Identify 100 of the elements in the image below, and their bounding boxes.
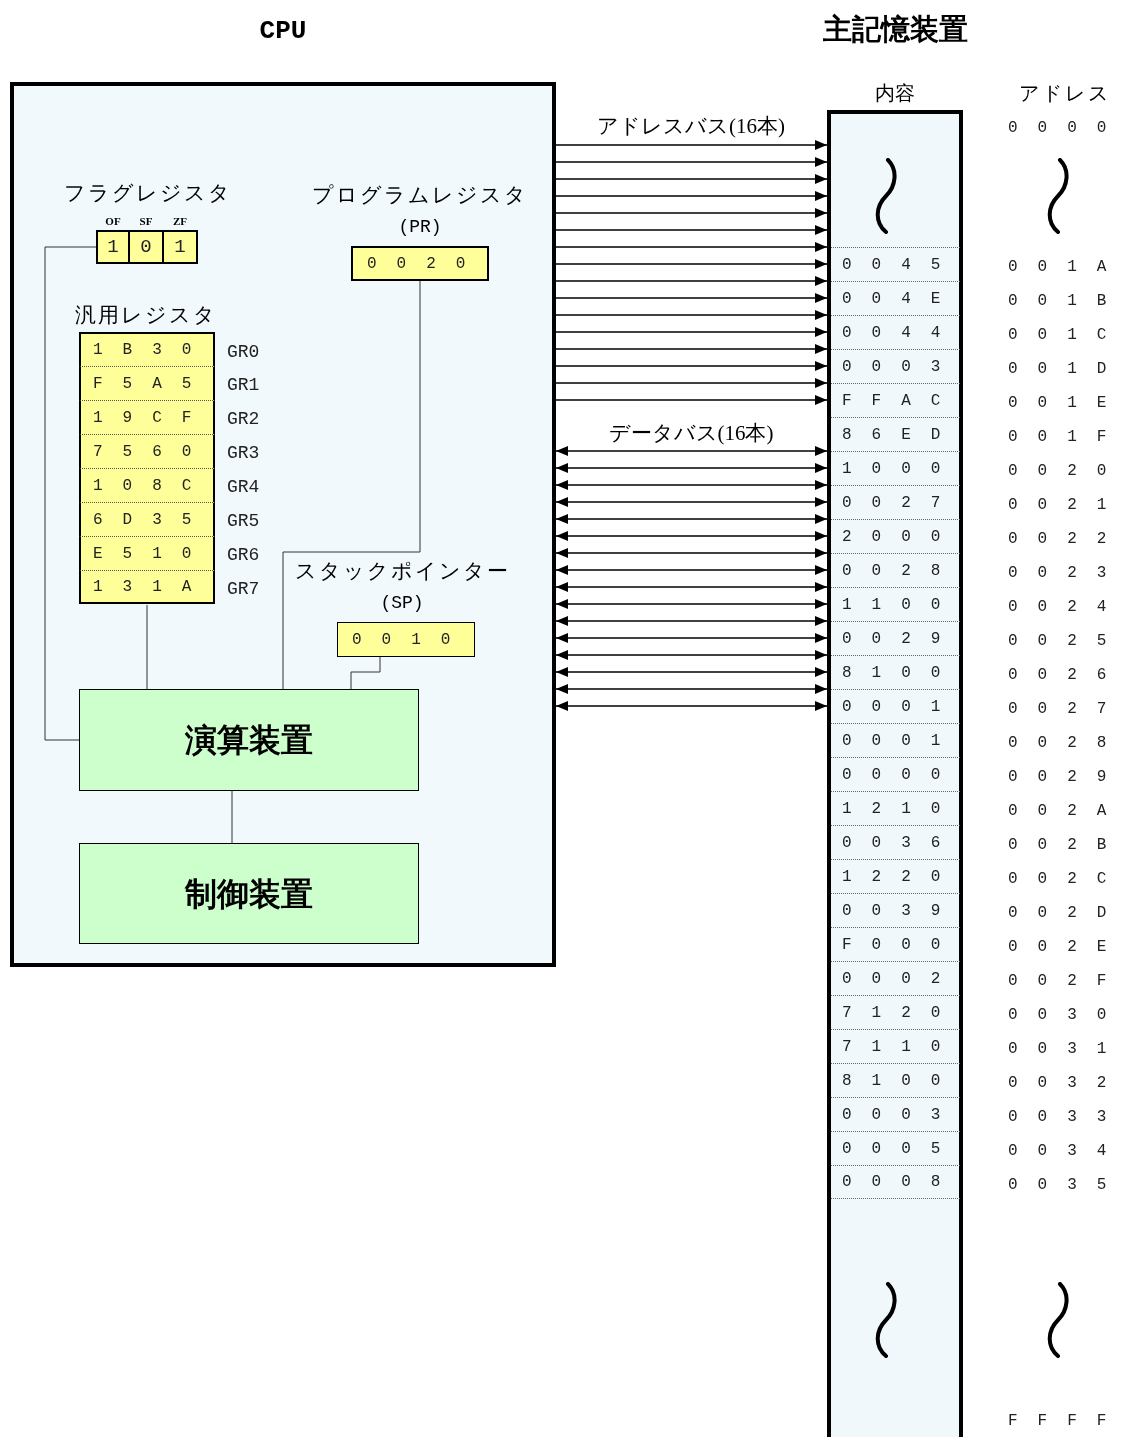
register-name: GR3 <box>227 442 260 465</box>
bus-line-arrow <box>555 157 828 167</box>
bus-line-arrow <box>555 667 828 677</box>
connector-line <box>282 280 421 690</box>
address-value: 0021 <box>1008 495 1127 516</box>
bus-line-arrow <box>555 684 828 694</box>
address-value: 001F <box>1008 427 1127 448</box>
memory-value: 0001 <box>842 730 961 752</box>
bus-line-arrow <box>555 344 828 354</box>
bus-label: データバス(16本) <box>607 420 775 447</box>
memory-value: 2000 <box>842 526 961 548</box>
memory-value: 0029 <box>842 628 961 650</box>
memory-value: 1220 <box>842 866 961 888</box>
memory-value: 0002 <box>842 968 961 990</box>
memory-value: 8100 <box>842 662 961 684</box>
connector-line <box>350 656 381 690</box>
memory-value: 0045 <box>842 254 961 276</box>
bus-line-arrow <box>555 378 828 388</box>
bus-line-arrow <box>555 395 828 405</box>
bus-line-arrow <box>555 616 828 626</box>
memory-value: 0003 <box>842 356 961 378</box>
bus-line-arrow <box>555 599 828 609</box>
memory-value: FFAC <box>842 390 961 412</box>
address-value: 0022 <box>1008 529 1127 550</box>
address-value: 001C <box>1008 325 1127 346</box>
register-name: GR5 <box>227 510 260 533</box>
address-value: 0032 <box>1008 1073 1127 1094</box>
bus-line-arrow <box>555 208 828 218</box>
register-name: GR4 <box>227 476 260 499</box>
register-name: GR6 <box>227 544 260 567</box>
bus-line-arrow <box>555 259 828 269</box>
address-value: 0035 <box>1008 1175 1127 1196</box>
flag-name: OF <box>104 216 122 227</box>
register-value: E510 <box>93 543 212 565</box>
bus-line-arrow <box>555 361 828 371</box>
flag-name: ZF <box>171 216 189 227</box>
memory-value: 0028 <box>842 560 961 582</box>
bus-line-arrow <box>555 548 828 558</box>
memory-value: F000 <box>842 934 961 956</box>
memory-value: 86ED <box>842 424 961 446</box>
bus-line-arrow <box>555 191 828 201</box>
address-value: 0029 <box>1008 767 1127 788</box>
register-value: 1B30 <box>93 340 212 361</box>
address-value: 001E <box>1008 393 1127 414</box>
bus-line-arrow <box>555 480 828 490</box>
bus-line-arrow <box>555 446 828 456</box>
bus-line-arrow <box>555 174 828 184</box>
bus-label: アドレスバス(16本) <box>596 113 786 140</box>
bus-line-arrow <box>555 514 828 524</box>
address-value: 0020 <box>1008 461 1127 482</box>
memory-value: 7120 <box>842 1002 961 1024</box>
address-value: 002C <box>1008 869 1127 890</box>
bit-value: 1 <box>174 234 186 260</box>
register-name: GR7 <box>227 578 260 601</box>
memory-value: 0039 <box>842 900 961 922</box>
address-value: 002F <box>1008 971 1127 992</box>
register-value: 108C <box>93 475 212 497</box>
memory-value: 0005 <box>842 1138 961 1160</box>
bus-line-arrow <box>555 531 828 541</box>
unit-box <box>79 689 419 791</box>
memory-value: 004E <box>842 288 961 310</box>
register-value: 6D35 <box>93 509 212 531</box>
address-value: 0030 <box>1008 1005 1127 1026</box>
memory-value: 0036 <box>842 832 961 854</box>
register-value: 7560 <box>93 441 212 463</box>
bus-line-arrow <box>555 633 828 643</box>
address-value: 002D <box>1008 903 1127 924</box>
register-value: 0020 <box>351 246 489 281</box>
bus-line-arrow <box>555 225 828 235</box>
memory-value: 0027 <box>842 492 961 514</box>
memory-value: 0008 <box>842 1172 961 1193</box>
address-value: 0023 <box>1008 563 1127 584</box>
memory-value: 1210 <box>842 798 961 820</box>
bus-line-arrow <box>555 242 828 252</box>
address-value: 002B <box>1008 835 1127 856</box>
bus-line-arrow <box>555 463 828 473</box>
memory-value: 0001 <box>842 696 961 718</box>
memory-value: 0003 <box>842 1104 961 1126</box>
bit-value: 1 <box>107 234 119 260</box>
register-name: GR1 <box>227 374 260 397</box>
address-value: 0026 <box>1008 665 1127 686</box>
address-value: 0000 <box>1008 118 1127 139</box>
address-value: 001A <box>1008 257 1127 278</box>
bus-line-arrow <box>555 293 828 303</box>
memory-value: 1000 <box>842 458 961 480</box>
column-header: アドレス <box>1018 81 1112 106</box>
address-value: 0025 <box>1008 631 1127 652</box>
memory-value: 0044 <box>842 322 961 344</box>
bus-line-arrow <box>555 310 828 320</box>
address-value: 002A <box>1008 801 1127 822</box>
bit-value: 0 <box>140 234 152 260</box>
bus-line-arrow <box>555 582 828 592</box>
bus-line-arrow <box>555 650 828 660</box>
register-abbreviation: (PR) <box>397 216 443 239</box>
bus-line-arrow <box>555 701 828 711</box>
register-value: F5A5 <box>93 373 212 395</box>
register-heading: 汎用レジスタ <box>75 302 217 329</box>
memory-value: 0000 <box>842 764 961 786</box>
address-value: 002E <box>1008 937 1127 958</box>
address-value: 001B <box>1008 291 1127 312</box>
